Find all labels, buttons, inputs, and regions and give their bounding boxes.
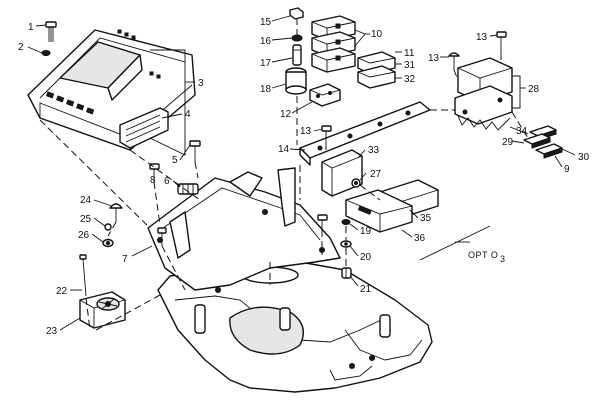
callout-26: 26 (78, 230, 90, 241)
callout-2: 2 (18, 42, 24, 53)
callout-29: 29 (502, 137, 514, 148)
option-subscript: 3 (500, 254, 506, 264)
screw-21 (341, 267, 352, 279)
callout-31: 31 (404, 60, 416, 71)
callout-18: 18 (260, 84, 272, 95)
callout-22: 22 (56, 286, 68, 297)
screw-24 (109, 203, 123, 222)
lower-housing (157, 261, 433, 393)
callout-3: 3 (198, 78, 204, 89)
callout-21: 21 (360, 284, 372, 295)
callout-13-left: 13 (300, 126, 312, 137)
bracket-upright (277, 167, 296, 227)
fuse-9 (535, 143, 563, 159)
washer-16 (291, 34, 303, 42)
fan-23 (79, 291, 126, 329)
callout-13-top: 13 (476, 32, 488, 43)
callout-19: 19 (360, 226, 372, 237)
callout-34: 34 (516, 126, 528, 137)
fuse-29 (523, 133, 551, 149)
callout-labels: 1 2 3 4 5 6 7 8 9 10 11 12 13 13 13 14 1… (18, 17, 590, 337)
callout-8: 8 (150, 175, 156, 186)
callout-32: 32 (404, 74, 416, 85)
callout-23: 23 (46, 326, 58, 337)
callout-4: 4 (185, 109, 191, 120)
screw-5 (189, 140, 201, 162)
callout-12: 12 (280, 109, 292, 120)
housing-boss-right (379, 314, 391, 338)
mounting-bracket-plate (147, 167, 341, 293)
callout-33: 33 (368, 145, 380, 156)
relay-block-11 (357, 51, 396, 89)
screw-19 (317, 214, 328, 230)
long-screw-22 (79, 254, 87, 297)
callout-11: 11 (404, 48, 415, 59)
callout-36: 36 (414, 233, 426, 244)
housing-boss-left (194, 304, 206, 334)
washer-25 (104, 223, 112, 231)
callout-13-mid: 13 (428, 53, 440, 64)
callout-15: 15 (260, 17, 272, 28)
callout-10: 10 (371, 29, 383, 40)
callout-16: 16 (260, 36, 272, 47)
screw-8 (149, 163, 160, 182)
screw-13-mid (448, 52, 460, 70)
option-label: OPT O (468, 250, 498, 260)
option-note: OPT O 3 (419, 225, 506, 264)
grommet-6 (177, 183, 199, 195)
nut-15 (289, 7, 304, 20)
leader-lines (27, 15, 576, 331)
callout-1: 1 (28, 22, 34, 33)
callout-14: 14 (278, 144, 290, 155)
cover-plate (119, 107, 169, 149)
callout-24: 24 (80, 195, 92, 206)
screw-bracket-left (157, 227, 167, 246)
spacer-17 (292, 44, 302, 66)
callout-7: 7 (122, 254, 128, 265)
washer-19 (341, 219, 351, 225)
bracket-33 (321, 149, 363, 197)
screw-13-left (321, 125, 332, 143)
relay-stack-10 (311, 15, 356, 73)
housing-boss-mid (279, 307, 291, 331)
washer-2 (41, 50, 51, 56)
module-36 (345, 189, 413, 233)
callout-9: 9 (564, 164, 570, 175)
callout-28: 28 (528, 84, 540, 95)
nut-27 (351, 178, 361, 188)
callout-6: 6 (164, 176, 170, 187)
relay-assembly-28 (454, 57, 513, 131)
mounting-rail-14 (299, 101, 431, 166)
callout-17: 17 (260, 58, 272, 69)
callout-20: 20 (360, 252, 372, 263)
callout-25: 25 (80, 214, 92, 225)
callout-5: 5 (172, 155, 178, 166)
screw-13-top (496, 31, 507, 55)
assembly-lines (39, 18, 529, 331)
callout-35: 35 (420, 213, 432, 224)
terminal-block-12 (309, 83, 341, 107)
callout-27: 27 (370, 169, 382, 180)
screw-1 (45, 21, 57, 42)
control-box (27, 29, 196, 151)
knob-18 (285, 67, 307, 95)
callout-30: 30 (578, 152, 590, 163)
